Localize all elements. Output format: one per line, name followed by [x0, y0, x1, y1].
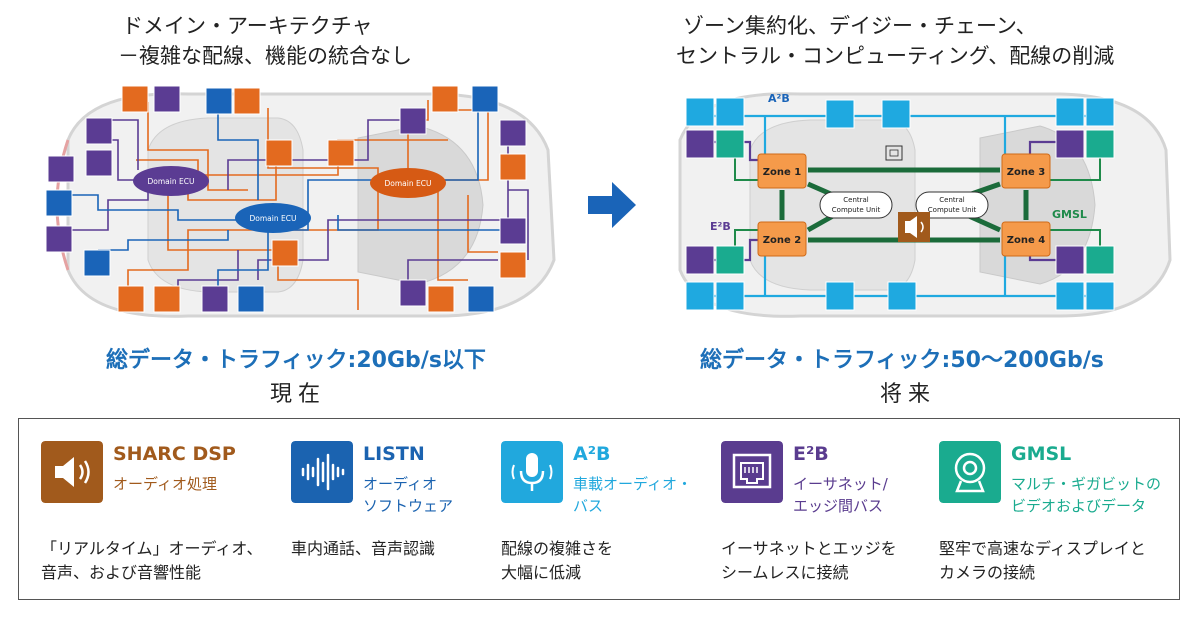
right-era-label: 将来 — [880, 382, 937, 407]
zone-4: Zone 4 — [1001, 221, 1051, 257]
zone-3: Zone 3 — [1001, 153, 1051, 189]
a2b-tag: A²B — [768, 92, 790, 105]
svg-text:Zone 3: Zone 3 — [1007, 167, 1046, 178]
svg-text:Domain ECU: Domain ECU — [148, 177, 195, 186]
edge-nodes-right — [685, 97, 1115, 311]
right-traffic-label: 総データ・トラフィック:50～200Gb/s — [700, 348, 1104, 373]
legend-description: 堅牢で高速なディスプレイとカメラの接続 — [939, 539, 1146, 582]
e2b-tag: E²B — [710, 220, 731, 233]
legend-description: 車内通話、音声認識 — [291, 539, 436, 558]
legend-subtitle: オーディオ処理 — [113, 475, 217, 493]
svg-text:Zone 4: Zone 4 — [1007, 235, 1046, 246]
speaker-icon — [898, 212, 930, 242]
legend-subtitle: マルチ・ギガビットのビデオおよびデータ — [1011, 475, 1162, 515]
svg-text:Compute Unit: Compute Unit — [928, 206, 977, 214]
speaker-icon — [41, 441, 103, 503]
svg-text:Compute Unit: Compute Unit — [832, 206, 881, 214]
right-title-line2: セントラル・コンピューティング、配線の削減 — [676, 44, 1115, 68]
left-title-line2: －複雑な配線、機能の統合なし — [118, 44, 412, 68]
gmsl-tag: GMSL — [1052, 208, 1087, 221]
zone-2: Zone 2 — [757, 221, 807, 257]
waveform-icon — [291, 441, 353, 503]
svg-text:Domain ECU: Domain ECU — [385, 179, 432, 188]
left-era-label: 現在 — [270, 382, 327, 407]
zone-1: Zone 1 — [757, 153, 807, 189]
domain-ecu-2: Domain ECU — [370, 168, 446, 198]
legend-title: LISTN — [363, 443, 425, 465]
right-title-line1: ゾーン集約化、デイジー・チェーン、 — [683, 14, 1037, 38]
legend-subtitle: イーサネット/エッジ間バス — [793, 475, 888, 515]
microphone-icon — [501, 441, 563, 503]
domain-ecu-3: Domain ECU — [235, 203, 311, 233]
legend-subtitle: オーディオソフトウェア — [363, 475, 454, 515]
left-traffic-label: 総データ・トラフィック:20Gb/s以下 — [106, 348, 486, 373]
legend-description: イーサネットとエッジをシームレスに接続 — [721, 539, 897, 582]
svg-text:Domain ECU: Domain ECU — [250, 214, 297, 223]
car-body-left — [55, 92, 556, 318]
ethernet-port-icon — [885, 145, 903, 161]
central-compute-unit-2: Central Compute Unit — [915, 191, 989, 219]
svg-text:Zone 2: Zone 2 — [763, 235, 802, 246]
legend-description: 「リアルタイム」オーディオ、音声、および音響性能 — [41, 539, 263, 582]
legend-title: SHARC DSP — [113, 443, 236, 465]
zonal-architecture-diagram: Zone 1 Zone 2 Zone 3 Zone 4 Central Comp… — [678, 92, 1172, 318]
camera-icon — [939, 441, 1001, 503]
left-title-line1: ドメイン・アーキテクチャ — [122, 14, 373, 38]
svg-text:Central: Central — [939, 196, 965, 204]
svg-text:Central: Central — [843, 196, 869, 204]
transition-arrow-icon — [588, 182, 636, 228]
module-nodes-left — [45, 85, 527, 313]
legend-title: GMSL — [1011, 443, 1072, 465]
legend-title: E²B — [793, 443, 829, 465]
domain-ecu-1: Domain ECU — [133, 166, 209, 196]
domain-architecture-diagram: Domain ECU Domain ECU Domain ECU — [45, 85, 556, 318]
central-compute-unit-1: Central Compute Unit — [819, 191, 893, 219]
legend-description: 配線の複雑さを大幅に低減 — [501, 539, 614, 582]
legend-title: A²B — [573, 443, 611, 465]
ethernet-port-icon — [721, 441, 783, 503]
legend-subtitle: 車載オーディオ・バス — [573, 475, 692, 515]
svg-text:Zone 1: Zone 1 — [763, 167, 802, 178]
legend-panel: SHARC DSP オーディオ処理 「リアルタイム」オーディオ、音声、および音響… — [18, 418, 1180, 600]
